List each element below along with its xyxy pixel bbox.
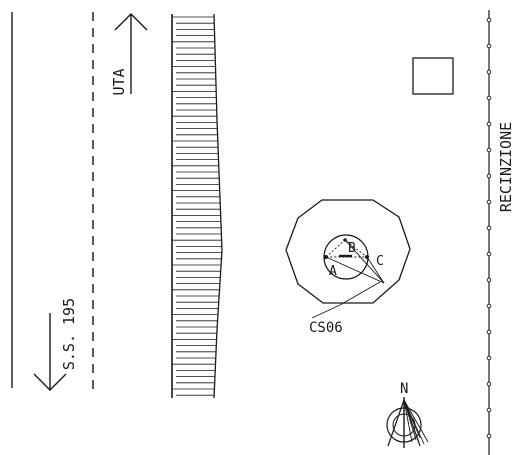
fence-post <box>486 251 492 257</box>
triangle-abc <box>324 239 369 258</box>
building-square <box>412 57 454 95</box>
fence-post <box>486 433 492 439</box>
fence-post <box>486 303 492 309</box>
fence-line <box>486 10 492 455</box>
fence-post <box>486 95 492 101</box>
fence-post <box>486 407 492 413</box>
fence-post <box>486 355 492 361</box>
fence-post <box>486 381 492 387</box>
leader-lines <box>311 239 385 319</box>
fence-post <box>486 173 492 179</box>
station-label: CS06 <box>309 320 343 336</box>
fence-post <box>486 199 492 205</box>
fence-post <box>486 225 492 231</box>
fence-post <box>486 69 492 75</box>
road-direction-arrow-icon <box>33 313 67 391</box>
outer-area-polygon <box>285 199 411 304</box>
fence-post <box>486 121 492 127</box>
fence-post <box>486 17 492 23</box>
north-label: N <box>400 381 408 397</box>
uta-direction-arrow-icon <box>114 13 148 94</box>
fence-post <box>486 43 492 49</box>
fence-post <box>486 329 492 335</box>
embankment-hatched-strip <box>171 13 223 399</box>
fence-post <box>486 277 492 283</box>
point-a-label: A <box>329 264 337 279</box>
uta-label: UTA <box>110 68 128 95</box>
fence-post <box>486 147 492 153</box>
fence-label: RECINZIONE <box>497 122 514 212</box>
point-c-label: C <box>376 254 384 269</box>
road-name-label: S.S. 195 <box>60 298 78 370</box>
point-b-label: B <box>348 241 356 256</box>
north-arrow-icon <box>386 397 429 448</box>
